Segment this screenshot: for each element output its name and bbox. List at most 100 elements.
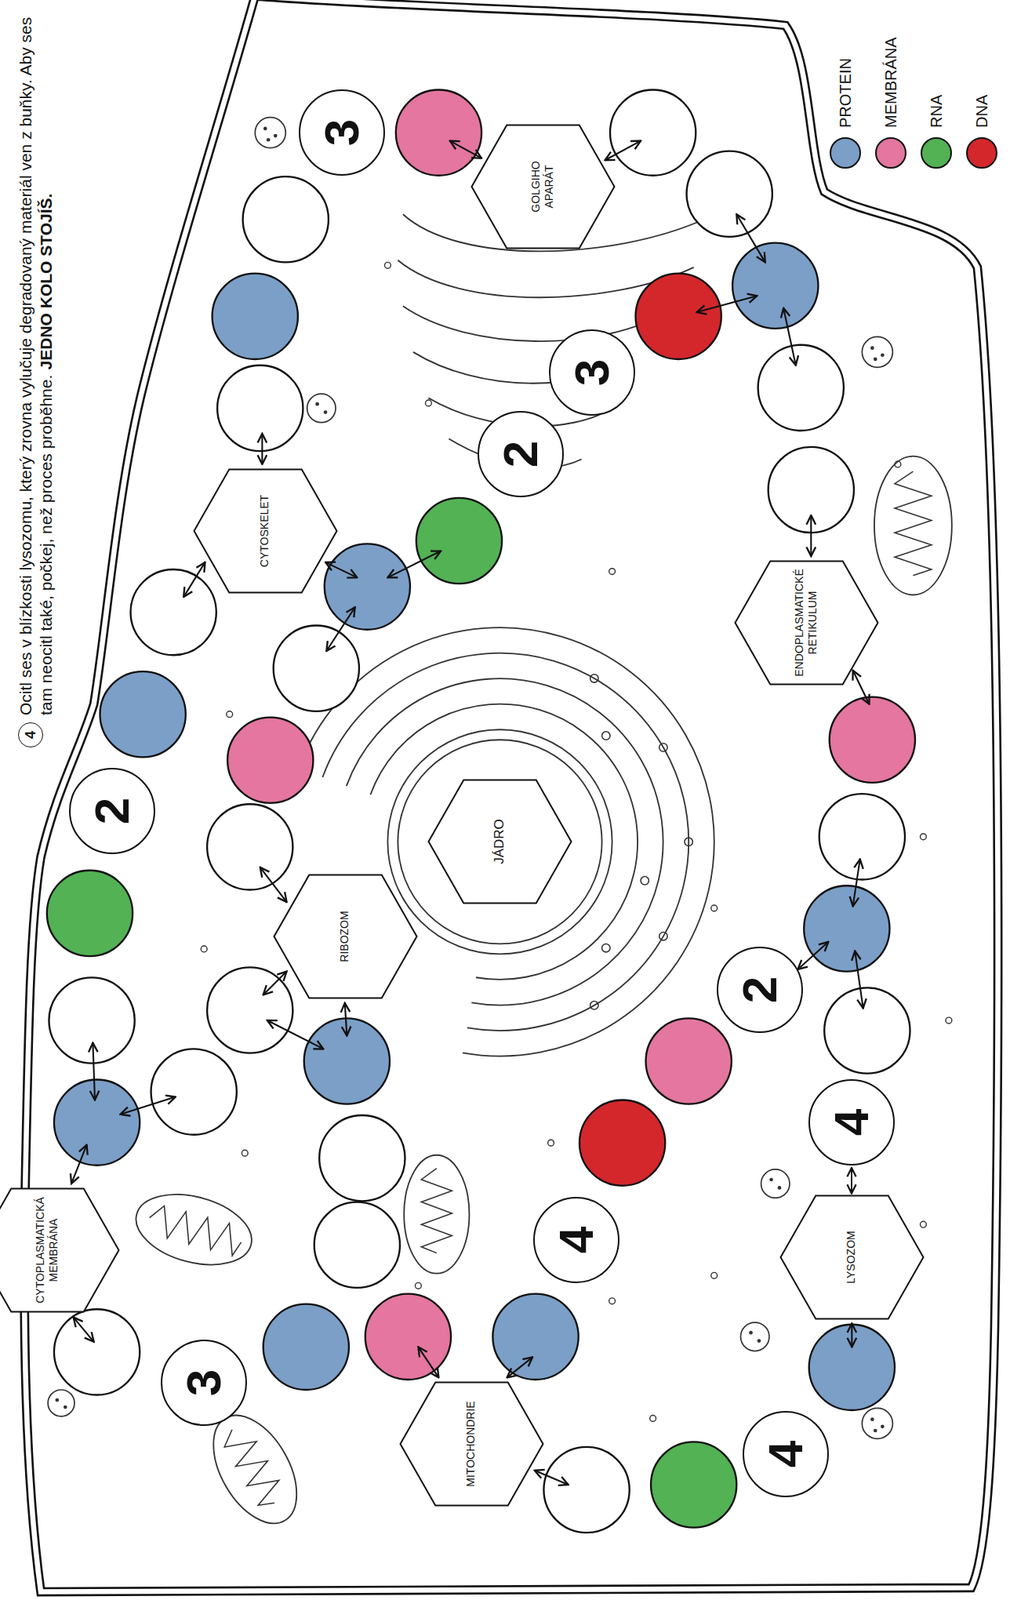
legend-swatch (920, 137, 952, 169)
mitochondrion-crista (218, 1421, 288, 1511)
node-text-block: 2 (496, 440, 545, 468)
vesicle-dot (769, 1177, 774, 1182)
golgi-cisterna (403, 305, 669, 342)
vesicle (761, 1169, 790, 1198)
path-arrow (783, 308, 796, 366)
empty-space (48, 977, 135, 1063)
path-arrow (267, 1020, 324, 1049)
space-number: 2 (87, 797, 137, 825)
empty-space (207, 803, 293, 890)
vesicle-dot (273, 134, 278, 139)
cytoplasm-speck (945, 1017, 952, 1024)
vesicle-dot (757, 1338, 762, 1343)
legend-row: DNA (966, 36, 998, 169)
membrane-space (227, 717, 313, 803)
path-arrow (854, 951, 863, 1009)
organelle-name: GOLGIHO APARÁT (529, 160, 557, 212)
space-number-circle: 2 (477, 410, 564, 498)
empty-space (243, 176, 329, 262)
mitochondrion-drawing (128, 1182, 260, 1276)
hexagon-outline (0, 1188, 119, 1312)
vesicle-dot (748, 1330, 753, 1335)
path-arrow (850, 1167, 853, 1194)
cytoplasm-speck (384, 261, 391, 269)
path-arrows (71, 141, 869, 1485)
node-text-block: 2 (87, 797, 137, 825)
path-arrow (853, 670, 870, 705)
legend-swatch (875, 137, 907, 169)
instruction-block: Ocitl ses v blízkosti lysozomu, který zr… (15, 9, 57, 716)
space-number-circle: 4 (533, 1196, 620, 1283)
space-number-circle: 3 (160, 1339, 248, 1426)
rna-space (416, 497, 502, 584)
cytoplasm-speck (920, 833, 927, 840)
vesicle-dot (873, 357, 878, 362)
vesicle-dot (323, 410, 328, 415)
mitochondrion-drawing (874, 456, 952, 596)
node-text-block: 3 (567, 359, 617, 386)
organelle-hexagon: RIBOZOM (272, 873, 418, 1000)
legend-row: PROTEIN (829, 36, 862, 169)
empty-space (207, 966, 293, 1053)
vesicle-dot (263, 127, 268, 131)
hexagon-outline (780, 1195, 923, 1319)
mitochondrion-crista (145, 1202, 246, 1258)
protein-space (212, 273, 298, 360)
path-arrow (120, 1097, 176, 1115)
cell-membrane (24, 0, 998, 1592)
empty-space (319, 1115, 405, 1201)
vesicle-dot (870, 1416, 875, 1421)
vesicle-dot (266, 138, 271, 142)
er-ribosome (640, 876, 649, 885)
vesicle-dot (63, 1405, 68, 1410)
cytoplasm-speck (711, 904, 718, 912)
cytoplasm-speck (609, 1297, 616, 1305)
organelle-hexagon: GOLGIHO APARÁT (470, 123, 616, 250)
space-number-circle: 2 (716, 946, 803, 1033)
organelle-name: JÁDRO (490, 818, 508, 865)
protein-space (492, 1293, 578, 1380)
protein-space (54, 1079, 140, 1165)
er-ribosome (590, 674, 599, 683)
protein-space (803, 885, 890, 971)
path-arrow (73, 1317, 95, 1342)
path-arrow (853, 858, 861, 906)
path-arrow (417, 1346, 439, 1377)
organelle-name: RIBOZOM (337, 910, 353, 962)
cell-membrane (24, 0, 998, 1592)
space-number: 4 (23, 730, 38, 739)
hexagon-outline (193, 469, 337, 593)
cytoplasm-speck (548, 1139, 555, 1146)
er-ribosome (602, 943, 611, 952)
organelle-hexagon: LYSOZOM (779, 1194, 925, 1320)
legend-swatch (966, 137, 998, 169)
space-number: 3 (567, 359, 617, 386)
node-text-block: 4 (552, 1226, 601, 1254)
vesicle-dot (873, 1428, 878, 1433)
dna-space (635, 273, 722, 360)
organelle-name: MITOCHONDRIE (464, 1400, 479, 1486)
node-text-block: 4 (761, 1440, 811, 1468)
node-text-block: 4 (23, 730, 38, 739)
vesicle (861, 1407, 893, 1439)
space-number: 4 (552, 1226, 601, 1254)
empty-space (314, 1202, 400, 1288)
cytoplasm-speck (226, 711, 233, 718)
vesicle-dot (870, 345, 875, 350)
cytoplasm-speck (894, 461, 902, 468)
organelle-hexagon: CYTOSKELET (192, 468, 338, 594)
organelle-name: LYSOZOM (844, 1230, 859, 1283)
node-text-block: GOLGIHO APARÁT (529, 160, 557, 212)
path-arrow (387, 551, 441, 578)
protein-space (324, 543, 411, 629)
node-text-block: 3 (179, 1369, 229, 1396)
vesicle-dot (55, 1398, 60, 1403)
path-arrow (507, 1356, 534, 1377)
space-number-circle: 4 (742, 1410, 829, 1497)
membrane-space (646, 1017, 732, 1104)
mitochondrion-drawing (403, 1155, 469, 1274)
er-ribosome (602, 731, 611, 740)
empty-space (151, 1048, 237, 1134)
path-arrow (450, 141, 482, 159)
